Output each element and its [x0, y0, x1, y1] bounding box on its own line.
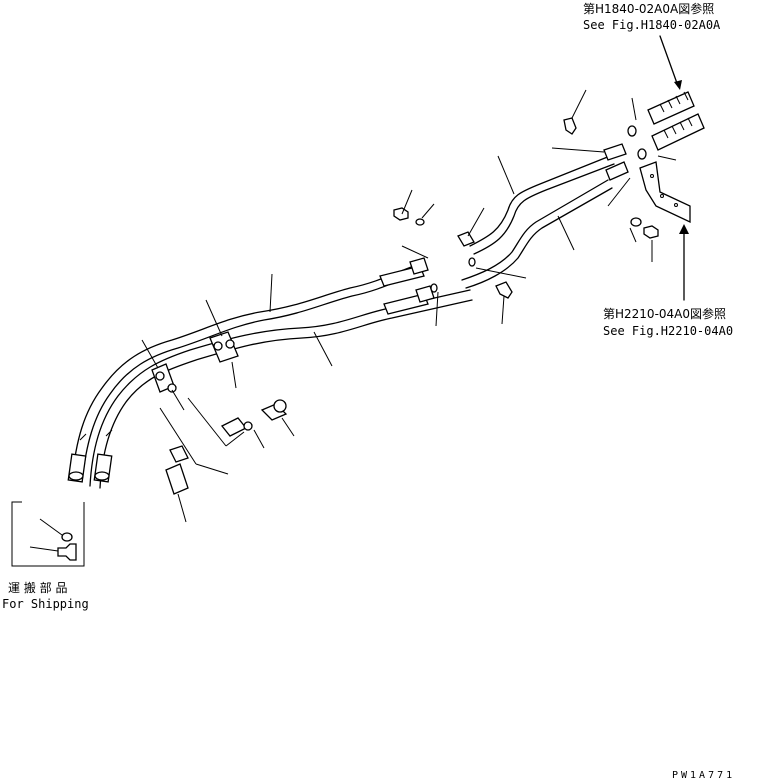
shipping-plug	[29, 543, 77, 561]
reference-top-ja: 第H1840-02A0A図参照	[583, 1, 714, 16]
hose-fitting-left-1	[67, 453, 87, 483]
bracket-washer	[630, 217, 642, 227]
right-connector-lower	[605, 148, 647, 181]
clamp-middle-right	[457, 231, 475, 247]
right-connector-upper	[603, 125, 637, 161]
hose-lower-right	[651, 113, 705, 151]
clamp-bolt	[260, 399, 288, 421]
upper-tube-end-fitting	[379, 257, 429, 287]
right-tube-upper	[469, 155, 615, 255]
clamp-half-2	[165, 445, 189, 495]
clamp-block-upper	[209, 331, 239, 363]
leader-lines	[141, 89, 677, 523]
shipping-label-ja: 運 搬 部 品	[8, 580, 67, 595]
reference-right-ja: 第H2210-04A0図参照	[603, 306, 726, 321]
main-tube-lower	[89, 289, 473, 489]
middle-nut	[393, 207, 409, 221]
clamp-block-lower	[151, 363, 177, 393]
arrow-to-ref-right	[679, 224, 689, 301]
clamp-upper-right	[563, 117, 577, 135]
main-tube-upper	[71, 263, 423, 483]
lower-tube-end-fitting	[383, 285, 435, 315]
middle-washer	[415, 218, 425, 226]
small-o-ring	[430, 257, 476, 293]
arrow-to-ref-top	[659, 35, 682, 90]
clamp-lower-right	[495, 281, 513, 299]
hose-fitting-left-2	[93, 453, 113, 483]
right-tube-lower	[461, 179, 613, 289]
reference-top-en: See Fig.H1840-02A0A	[583, 18, 721, 32]
drawing-code: PW1A771	[672, 770, 735, 781]
clamp-washer	[243, 421, 253, 431]
mounting-bracket	[639, 161, 691, 224]
reference-right-en: See Fig.H2210-04A0	[603, 324, 733, 338]
bracket-nut	[643, 225, 659, 239]
shipping-bracket	[11, 501, 85, 567]
hose-upper-right	[647, 91, 695, 125]
shipping-label-en: For Shipping	[2, 597, 89, 611]
shipping-cap	[39, 518, 73, 542]
